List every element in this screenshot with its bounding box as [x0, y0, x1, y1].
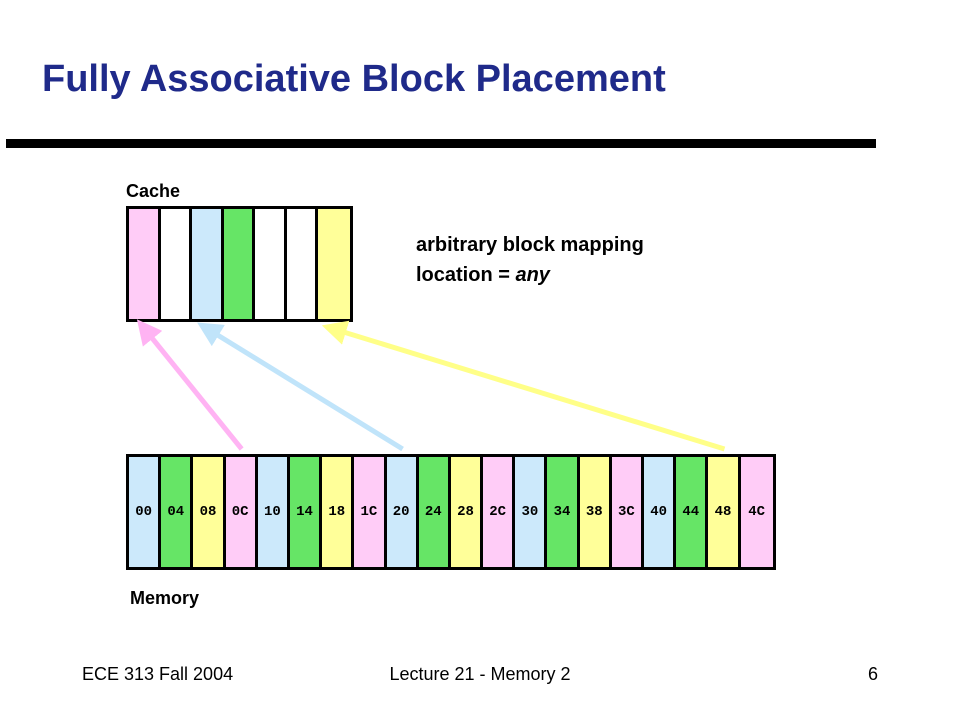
cache-slot-1 — [160, 209, 192, 319]
mapping-line-2: location = any — [416, 260, 644, 290]
footer-lecture: Lecture 21 - Memory 2 — [389, 664, 571, 684]
cache-slot-2 — [192, 209, 224, 319]
cache-slot-5 — [286, 209, 318, 319]
cache-slot-4 — [255, 209, 287, 319]
memory-block-24: 24 — [418, 457, 451, 567]
memory-block-3C: 3C — [611, 457, 644, 567]
memory-block-1C: 1C — [354, 457, 387, 567]
memory-block-18: 18 — [322, 457, 355, 567]
cache-label: Cache — [126, 181, 181, 201]
memory-block-4C: 4C — [740, 457, 773, 567]
memory-block-00: 00 — [129, 457, 162, 567]
cache-array — [126, 206, 353, 322]
memory-block-20: 20 — [386, 457, 419, 567]
memory-label: Memory — [130, 588, 200, 608]
mapping-line-1: arbitrary block mapping — [416, 234, 644, 256]
cache-slot-6 — [318, 209, 350, 319]
memory-block-14: 14 — [289, 457, 323, 567]
footer-course: ECE 313 Fall 2004 — [82, 664, 234, 684]
mapping-description: arbitrary block mapping location = any — [416, 230, 644, 290]
memory-block-48: 48 — [708, 457, 741, 567]
cache-slot-3 — [223, 209, 255, 319]
location-any: any — [515, 264, 550, 286]
memory-block-04: 04 — [161, 457, 194, 567]
title-rule — [6, 139, 876, 148]
memory-block-08: 08 — [193, 457, 226, 567]
memory-block-40: 40 — [644, 457, 677, 567]
memory-block-34: 34 — [547, 457, 580, 567]
memory-block-38: 38 — [579, 457, 612, 567]
memory-block-10: 10 — [257, 457, 290, 567]
memory-block-28: 28 — [450, 457, 484, 567]
cache-slot-0 — [129, 209, 161, 319]
memory-block-0C: 0C — [225, 457, 258, 567]
arrow-20-to-slot-2 — [197, 322, 404, 452]
location-prefix: location = — [416, 264, 516, 286]
memory-block-30: 30 — [515, 457, 548, 567]
arrow-48-to-slot-6 — [321, 320, 726, 452]
footer-page-number: 6 — [868, 664, 879, 684]
arrow-0C-to-slot-0 — [136, 319, 244, 451]
slide-title: Fully Associative Block Placement — [42, 58, 666, 100]
memory-block-44: 44 — [676, 457, 709, 567]
memory-block-2C: 2C — [483, 457, 516, 567]
